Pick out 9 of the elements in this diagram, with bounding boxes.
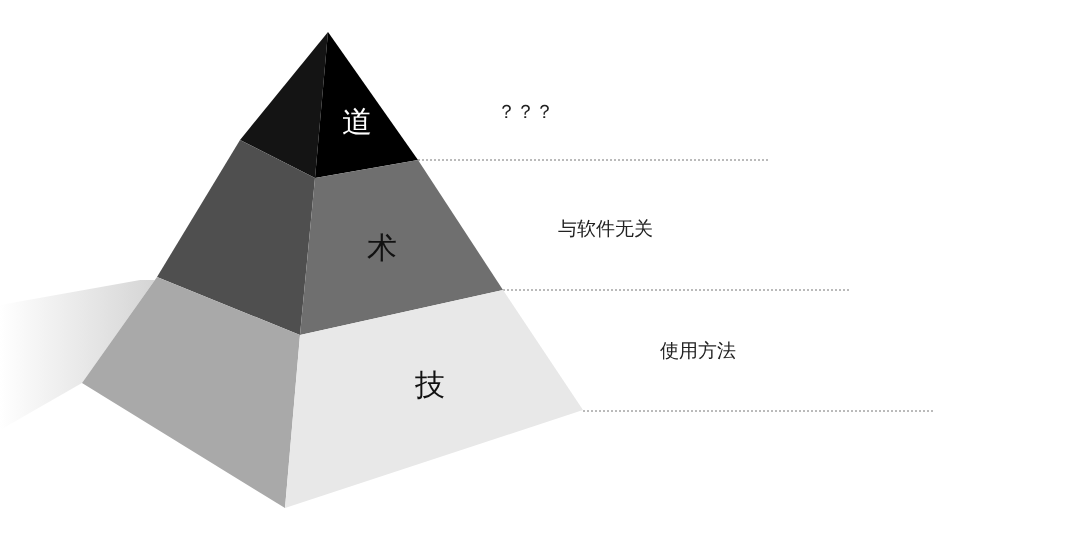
pyramid-tier [82,277,583,508]
tier-character: 术 [367,231,397,265]
description-text: ？？？ [496,99,554,123]
description-text: 与软件无关 [557,216,653,240]
tier-character: 道 [342,105,372,139]
pyramid-tier [240,32,418,178]
description-text: 使用方法 [660,338,736,362]
pyramid-tier [157,140,503,335]
tier-character: 技 [415,368,445,402]
